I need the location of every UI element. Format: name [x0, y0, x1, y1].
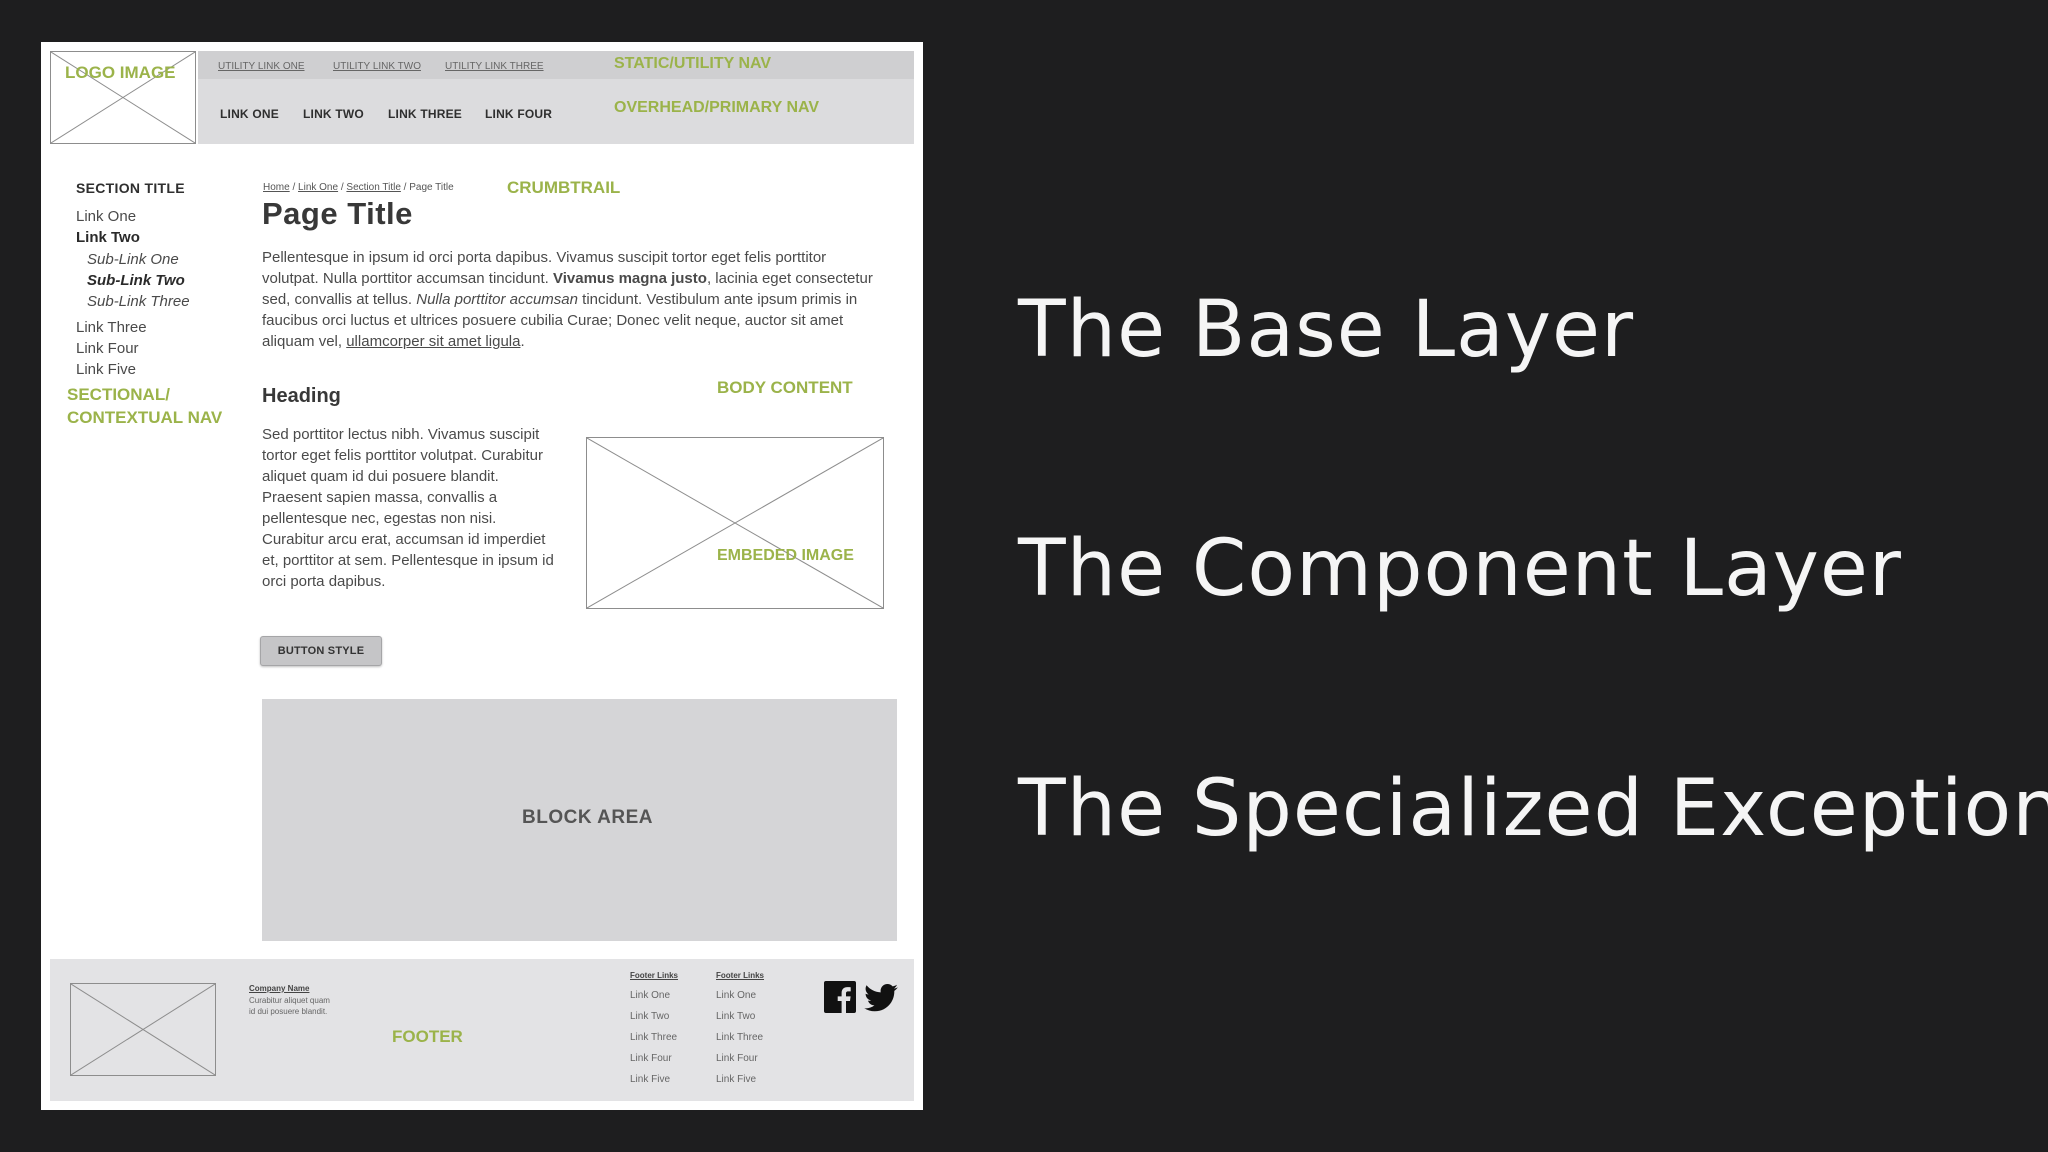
- twitter-icon: [864, 984, 898, 1012]
- intro-text: Pellentesque in ipsum id orci porta dapi…: [262, 249, 827, 287]
- section-paragraph: Sed porttitor lectus nibh. Vivamus susci…: [262, 426, 554, 590]
- base-layer-heading: The Base Layer: [1018, 285, 1635, 375]
- breadcrumb-link-one: Link One: [298, 182, 339, 193]
- footer-col2-heading: Footer Links: [716, 971, 765, 980]
- sidebar-link-five: Link Five: [76, 361, 137, 378]
- sidebar-link-one: Link One: [76, 208, 137, 225]
- wireframe-image: LOGO IMAGE UTILITY LINK ONE UTILITY LINK…: [41, 42, 923, 1110]
- intro-text: , lacinia eget consectetur sed, convalli…: [262, 270, 873, 308]
- breadcrumb: Home / Link One / Section Title / Page T…: [263, 182, 454, 193]
- wireframe-page: LOGO IMAGE UTILITY LINK ONE UTILITY LINK…: [50, 51, 914, 1101]
- utility-nav-band: [198, 51, 914, 79]
- breadcrumb-separator: /: [403, 182, 407, 193]
- button-style: BUTTON STYLE: [260, 636, 382, 666]
- embedded-image-placeholder: [586, 437, 884, 609]
- primary-nav-label: OVERHEAD/PRIMARY NAV: [614, 99, 820, 116]
- sidebar-sub-link-two: Sub-Link Two: [87, 272, 185, 289]
- utility-link-three: UTILITY LINK THREE: [445, 61, 544, 72]
- footer-col2-link: Link Five: [716, 1074, 757, 1085]
- logo-label: LOGO IMAGE: [65, 63, 176, 82]
- footer: [50, 959, 914, 1101]
- sidebar-sub-link-three: Sub-Link Three: [87, 293, 190, 310]
- utility-link-two: UTILITY LINK TWO: [333, 61, 421, 72]
- component-layer-heading: The Component Layer: [1018, 524, 1902, 614]
- footer-col2-link: Link One: [716, 990, 757, 1001]
- footer-col1-link: Link One: [630, 990, 671, 1001]
- primary-link-two: LINK TWO: [303, 107, 364, 121]
- sidebar-link-two: Link Two: [76, 229, 140, 246]
- footer-col2-link: Link Two: [716, 1011, 756, 1022]
- footer-label: FOOTER: [392, 1027, 463, 1046]
- intro-text: tincidunt. Vestibulum ante ipsum primis …: [262, 291, 858, 350]
- sidebar-link-three: Link Three: [76, 319, 147, 336]
- footer-logo-placeholder: [70, 983, 216, 1076]
- footer-col2-link: Link Three: [716, 1032, 764, 1043]
- footer-col2-link: Link Four: [716, 1053, 758, 1064]
- breadcrumb-separator: /: [292, 182, 296, 193]
- intro-text: .: [520, 333, 525, 350]
- intro-link: ullamcorper sit amet ligula: [346, 333, 521, 350]
- utility-link-one: UTILITY LINK ONE: [218, 61, 305, 72]
- section-heading: Heading: [262, 385, 341, 407]
- block-area: [262, 699, 897, 941]
- footer-col1-link: Link Two: [630, 1011, 670, 1022]
- primary-link-one: LINK ONE: [220, 107, 279, 121]
- specialized-exceptions-heading: The Specialized Exceptions: [1018, 764, 2048, 854]
- sidebar-link-four: Link Four: [76, 340, 139, 357]
- footer-col1-link: Link Three: [630, 1032, 678, 1043]
- footer-company-text: Curabitur aliquet quam id dui posuere bl…: [249, 996, 330, 1016]
- footer-col1-link: Link Five: [630, 1074, 671, 1085]
- footer-col1-heading: Footer Links: [630, 971, 679, 980]
- intro-paragraph: Pellentesque in ipsum id orci porta dapi…: [262, 247, 886, 352]
- facebook-icon: [824, 981, 856, 1013]
- crumbtrail-label: CRUMBTRAIL: [507, 178, 621, 197]
- page-title: Page Title: [262, 196, 413, 231]
- breadcrumb-section: Section Title: [346, 182, 401, 193]
- sidebar-section-title: SECTION TITLE: [76, 180, 185, 196]
- embedded-image-label: EMBEDED IMAGE: [717, 547, 854, 564]
- primary-link-three: LINK THREE: [388, 107, 462, 121]
- logo-placeholder: [50, 51, 196, 144]
- utility-nav-label: STATIC/UTILITY NAV: [614, 55, 772, 72]
- footer-col1-link: Link Four: [630, 1053, 672, 1064]
- sectional-nav-label-2: CONTEXTUAL NAV: [67, 408, 223, 427]
- intro-italic-text: Nulla porttitor accumsan: [416, 291, 578, 308]
- breadcrumb-current: Page Title: [409, 182, 454, 193]
- body-content-label: BODY CONTENT: [717, 378, 853, 397]
- primary-link-four: LINK FOUR: [485, 107, 553, 121]
- intro-bold-text: Vivamus magna justo: [552, 270, 707, 287]
- breadcrumb-separator: /: [340, 182, 344, 193]
- breadcrumb-home: Home: [263, 182, 290, 193]
- footer-company-name: Company Name: [249, 984, 310, 993]
- sectional-nav-label-1: SECTIONAL/: [67, 385, 170, 404]
- block-area-label: BLOCK AREA: [522, 807, 653, 828]
- sidebar-sub-link-one: Sub-Link One: [87, 251, 179, 268]
